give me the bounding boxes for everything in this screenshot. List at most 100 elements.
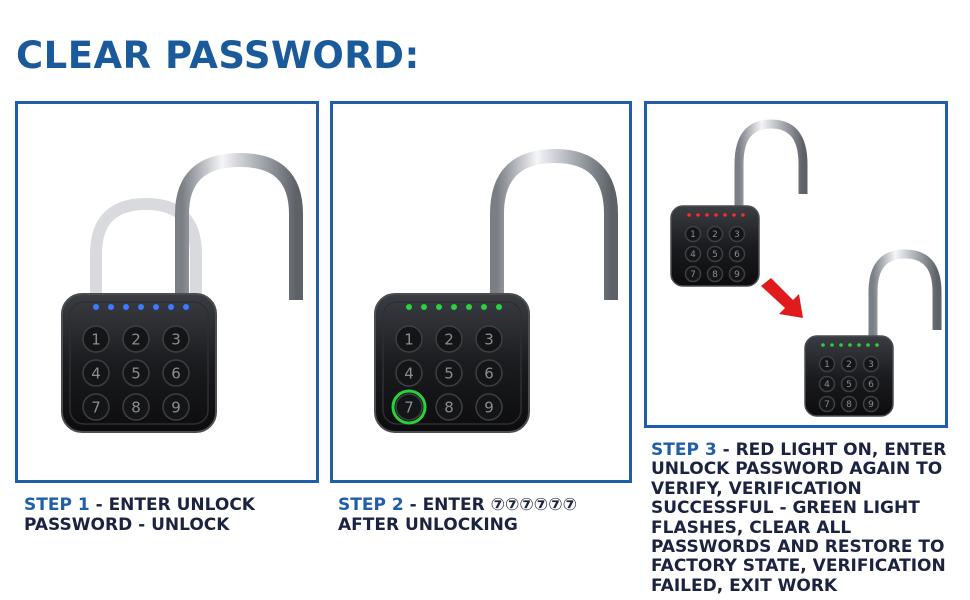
keypad-digit: 9 <box>171 398 181 416</box>
keypad-button <box>435 359 463 387</box>
keypad-digit: 6 <box>868 380 874 390</box>
keypad-button <box>122 359 150 387</box>
keypad: 1 2 3 4 5 6 7 8 9 <box>818 355 880 413</box>
led-dot <box>183 304 189 310</box>
keypad-button <box>706 245 724 263</box>
keypad-button <box>862 375 880 393</box>
keypad-digit: 5 <box>444 364 454 382</box>
keypad-digit: 4 <box>404 364 414 382</box>
keypad-button <box>395 325 423 353</box>
keypad-button <box>122 325 150 353</box>
keypad-digit: 4 <box>824 380 830 390</box>
led-dot <box>153 304 159 310</box>
led-dot <box>857 343 861 347</box>
led-dot <box>123 304 129 310</box>
keypad-digit: 2 <box>846 360 852 370</box>
led-dot <box>741 213 745 217</box>
keypad-digit: 3 <box>868 360 874 370</box>
led-dot <box>406 304 412 310</box>
led-dot <box>821 343 825 347</box>
step-2-caption: STEP 2 - ENTER ⑦⑦⑦⑦⑦⑦ AFTER UNLOCKING <box>338 495 638 535</box>
keypad-button <box>862 355 880 373</box>
keypad-button <box>684 265 702 283</box>
led-dot <box>108 304 114 310</box>
keypad-button <box>435 393 463 421</box>
keypad-digit: 9 <box>484 398 494 416</box>
step-3-caption: STEP 3 - RED LIGHT ON, ENTER UNLOCK PASS… <box>651 440 951 596</box>
keypad-digit: 7 <box>690 270 696 280</box>
keypad-button <box>82 359 110 387</box>
keypad-digit: 1 <box>824 360 830 370</box>
keypad-digit: 3 <box>171 330 181 348</box>
highlighted-key-7-ring <box>391 389 427 425</box>
step-text: - RED LIGHT ON, ENTER UNLOCK PASSWORD AG… <box>651 440 947 596</box>
keypad-digit: 6 <box>734 250 740 260</box>
led-dot <box>830 343 834 347</box>
step-label: STEP 3 <box>651 440 717 460</box>
open-shackle <box>490 148 618 304</box>
keypad-button <box>475 325 503 353</box>
led-dot <box>687 213 691 217</box>
keypad-digit: 2 <box>131 330 141 348</box>
keypad-button <box>82 393 110 421</box>
step-label: STEP 2 <box>338 495 404 515</box>
keypad-digit: 4 <box>91 364 101 382</box>
led-dot <box>466 304 472 310</box>
keypad-digit: 8 <box>444 398 454 416</box>
keypad-button <box>728 225 746 243</box>
led-dot <box>705 213 709 217</box>
keypad-digit: 1 <box>404 330 414 348</box>
keypad-button <box>840 375 858 393</box>
keypad-button <box>818 375 836 393</box>
keypad-digit: 5 <box>712 250 718 260</box>
keypad-digit: 8 <box>846 400 852 410</box>
led-dot <box>848 343 852 347</box>
keypad-digit: 1 <box>690 230 696 240</box>
led-dot <box>839 343 843 347</box>
keypad-digit: 3 <box>734 230 740 240</box>
keypad-button <box>162 393 190 421</box>
keypad-button <box>840 355 858 373</box>
keypad-digit: 2 <box>444 330 454 348</box>
led-bar <box>93 304 189 310</box>
keypad-digit: 6 <box>171 364 181 382</box>
arrow-icon <box>761 278 803 318</box>
led-dot <box>496 304 502 310</box>
keypad-button <box>395 393 423 421</box>
led-bar-green <box>821 343 879 347</box>
page-title: CLEAR PASSWORD: <box>16 34 420 77</box>
keypad-button <box>684 225 702 243</box>
keypad-digit: 7 <box>91 398 101 416</box>
keypad-digit: 9 <box>734 270 740 280</box>
keypad-button <box>475 393 503 421</box>
led-dot <box>436 304 442 310</box>
keypad-button <box>162 359 190 387</box>
keypad-digit: 5 <box>131 364 141 382</box>
led-dot <box>168 304 174 310</box>
keypad-digit: 5 <box>846 380 852 390</box>
step-label: STEP 1 <box>24 495 90 515</box>
keypad-digit: 7 <box>824 400 830 410</box>
led-dot <box>714 213 718 217</box>
keypad-button <box>728 245 746 263</box>
keypad-digit: 9 <box>868 400 874 410</box>
keypad-button <box>82 325 110 353</box>
keypad-digit: 4 <box>690 250 696 260</box>
keypad-button <box>684 245 702 263</box>
keypad-button <box>122 393 150 421</box>
step-text: - ENTER UNLOCK PASSWORD - UNLOCK <box>24 495 255 535</box>
led-dot <box>138 304 144 310</box>
led-dot <box>451 304 457 310</box>
step-3-panel: 1 2 3 4 5 6 7 8 9 1 2 3 4 5 6 7 8 9 <box>644 101 948 428</box>
keypad-digit: 8 <box>131 398 141 416</box>
keypad-button <box>435 325 463 353</box>
keypad-button <box>728 265 746 283</box>
keypad-button <box>395 359 423 387</box>
keypad-digit: 8 <box>712 270 718 280</box>
green-lock: 1 2 3 4 5 6 7 8 9 <box>804 249 942 417</box>
